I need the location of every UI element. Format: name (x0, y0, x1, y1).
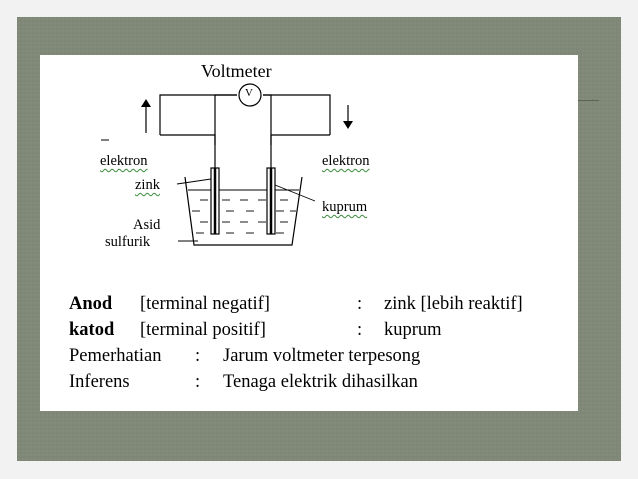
wire-top-left (159, 94, 237, 135)
content-card: Voltmeter V elektron elektron zink kupru… (40, 55, 578, 411)
sulfurik-label: sulfurik (105, 234, 151, 250)
zink-leader (176, 178, 212, 185)
observation-term: Pemerhatian (69, 346, 162, 366)
arrow-down-icon (343, 105, 353, 129)
electrolyte-dashes (192, 199, 296, 234)
cathode-terminal: [terminal positif] (140, 320, 266, 340)
inference-separator: : (195, 372, 201, 392)
cell-diagram (101, 83, 353, 246)
inference-term: Inferens (69, 372, 130, 392)
anode-value: zink [lebih reaktif] (384, 294, 523, 314)
wire-right (263, 94, 272, 145)
cathode-term: katod (69, 320, 115, 340)
anode-terminal: [terminal negatif] (140, 294, 270, 314)
kuprum-leader (274, 184, 316, 202)
arrow-up-icon (141, 99, 151, 133)
observation-value: Jarum voltmeter terpesong (223, 346, 421, 366)
right-electron-label: elektron (322, 153, 370, 169)
voltmeter-title: Voltmeter (201, 61, 272, 81)
left-electron-label: elektron (100, 153, 148, 169)
inference-value: Tenaga elektrik dihasilkan (223, 372, 418, 392)
beaker (184, 176, 303, 246)
observation-separator: : (195, 346, 201, 366)
cathode-value: kuprum (384, 320, 442, 340)
wire-left (214, 94, 237, 145)
cathode-separator: : (357, 320, 363, 340)
asid-label: Asid (133, 217, 161, 233)
zink-label: zink (135, 177, 160, 193)
wire-top-right (263, 94, 331, 135)
wire-down-left (160, 134, 216, 170)
anode-separator: : (357, 294, 363, 314)
wire-down-right (270, 134, 330, 170)
decorative-line (577, 100, 599, 101)
voltmeter-circle (238, 83, 262, 107)
voltmeter-symbol: V (245, 87, 253, 99)
kuprum-label: kuprum (322, 199, 368, 215)
anode-term: Anod (69, 294, 113, 314)
